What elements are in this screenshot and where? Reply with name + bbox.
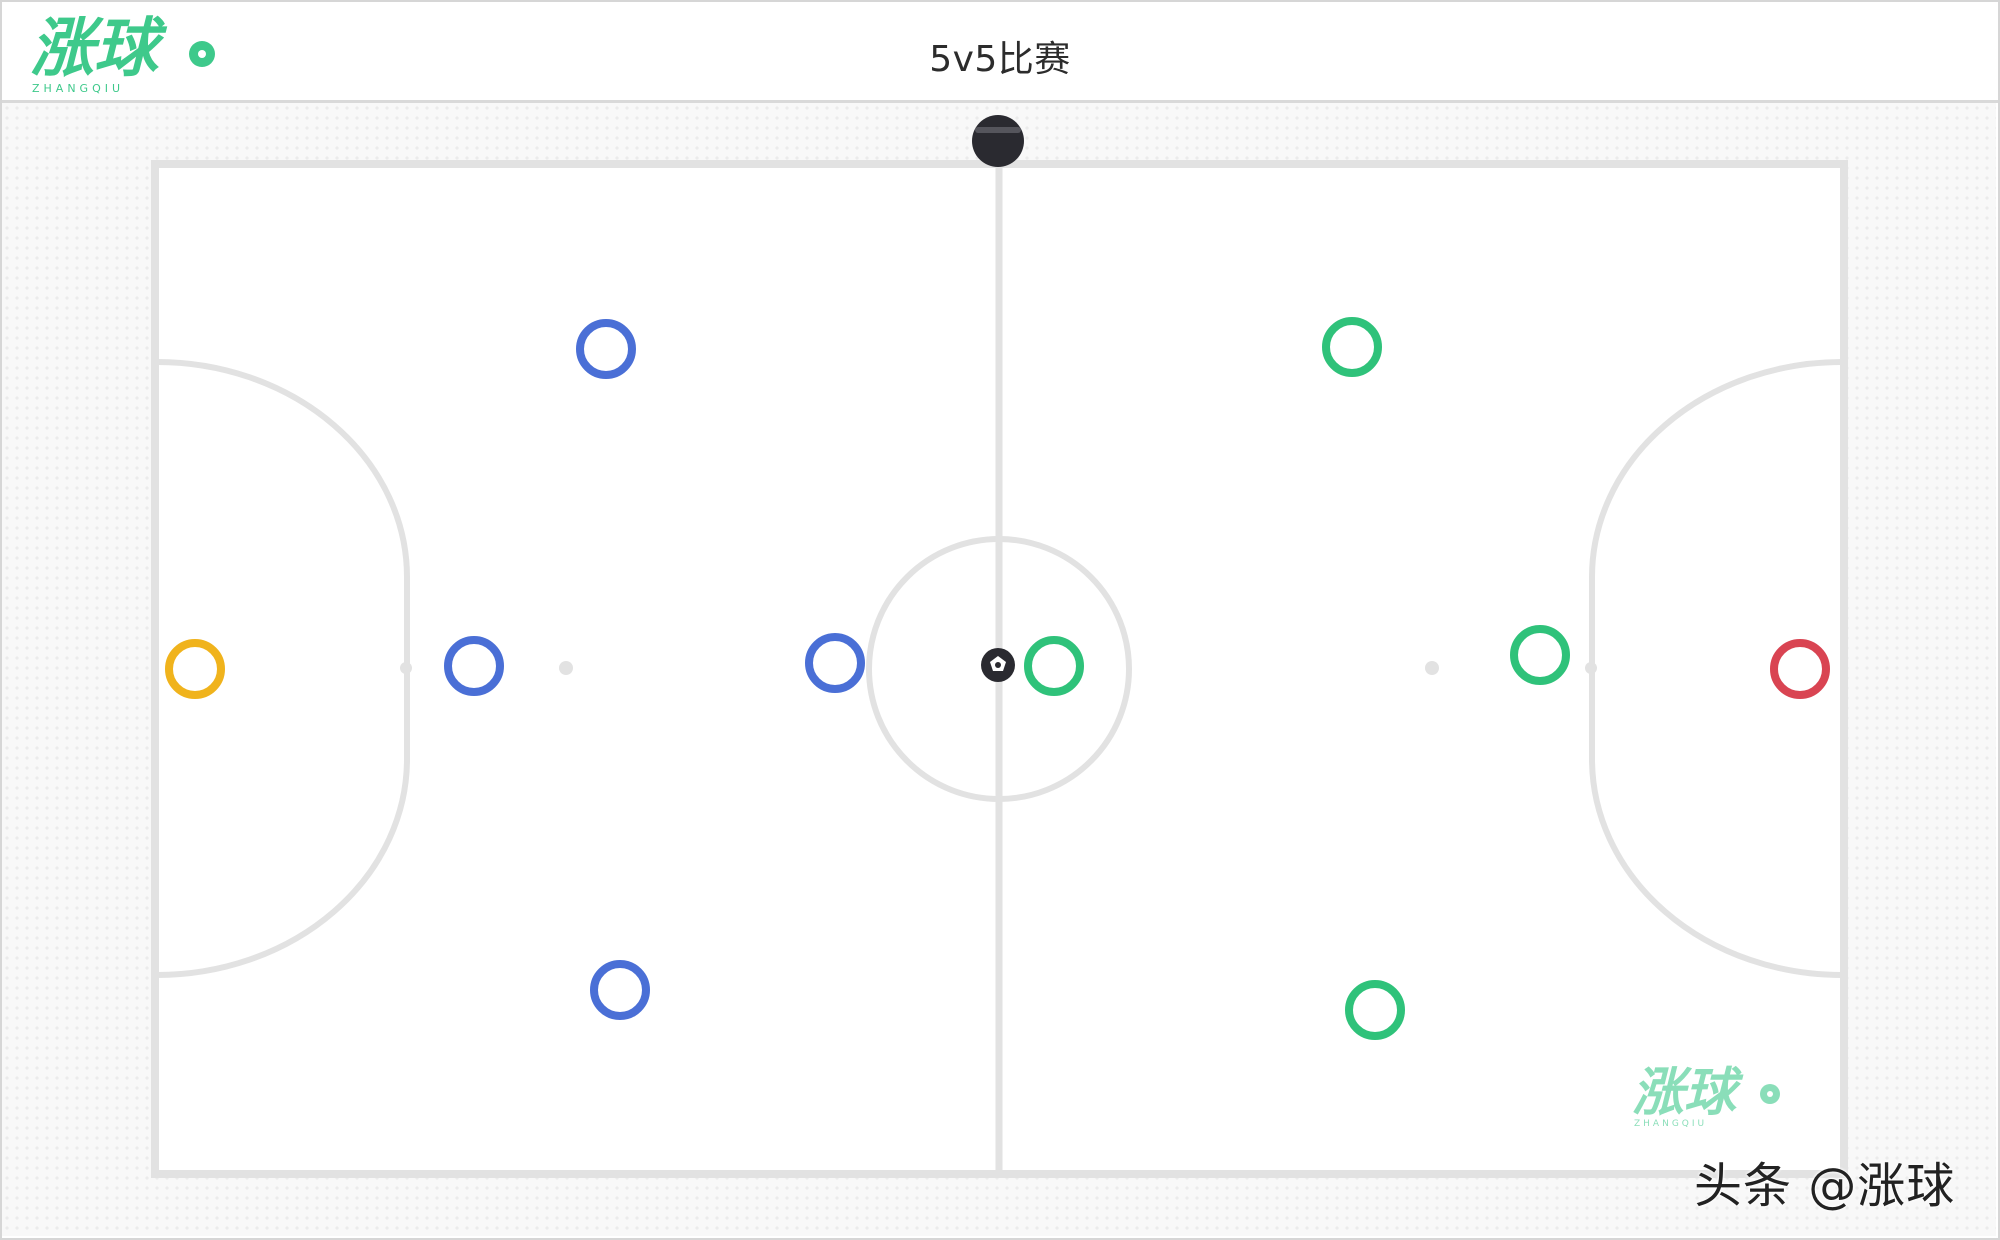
logo-text: 涨球 <box>30 12 168 86</box>
left-second-penalty-mark <box>559 661 573 675</box>
watermark-logo: 涨球 ZHANGQIU <box>1632 1063 1780 1129</box>
drag-handle-icon[interactable] <box>972 115 1024 167</box>
page-title: 5v5比赛 <box>929 39 1071 80</box>
watermark-logo-subtext: ZHANGQIU <box>1634 1119 1707 1129</box>
goalkeeper-red[interactable] <box>1770 639 1830 699</box>
player-blue-2[interactable] <box>444 636 504 696</box>
right-second-penalty-mark <box>1425 661 1439 675</box>
player-green-1[interactable] <box>1322 317 1382 377</box>
right-penalty-mark <box>1585 662 1597 674</box>
source-credit: 头条 @涨球 <box>1694 1158 1956 1214</box>
brand-logo: 涨球 ZHANGQIU <box>30 12 215 95</box>
player-green-2[interactable] <box>1024 636 1084 696</box>
logo-ball-icon <box>189 41 215 67</box>
goalkeeper-yellow[interactable] <box>165 639 225 699</box>
player-blue-4[interactable] <box>590 960 650 1020</box>
logo-subtext: ZHANGQIU <box>32 82 124 95</box>
header-bar: 涨球 ZHANGQIU 5v5比赛 <box>2 2 1998 103</box>
player-green-4[interactable] <box>1345 980 1405 1040</box>
center-circle <box>866 536 1132 802</box>
watermark-ball-icon <box>1760 1084 1780 1104</box>
watermark-logo-text: 涨球 <box>1632 1063 1744 1123</box>
left-penalty-mark <box>400 662 412 674</box>
soccer-ball-icon[interactable] <box>981 648 1015 682</box>
player-blue-3[interactable] <box>805 633 865 693</box>
player-blue-1[interactable] <box>576 319 636 379</box>
player-green-3[interactable] <box>1510 625 1570 685</box>
